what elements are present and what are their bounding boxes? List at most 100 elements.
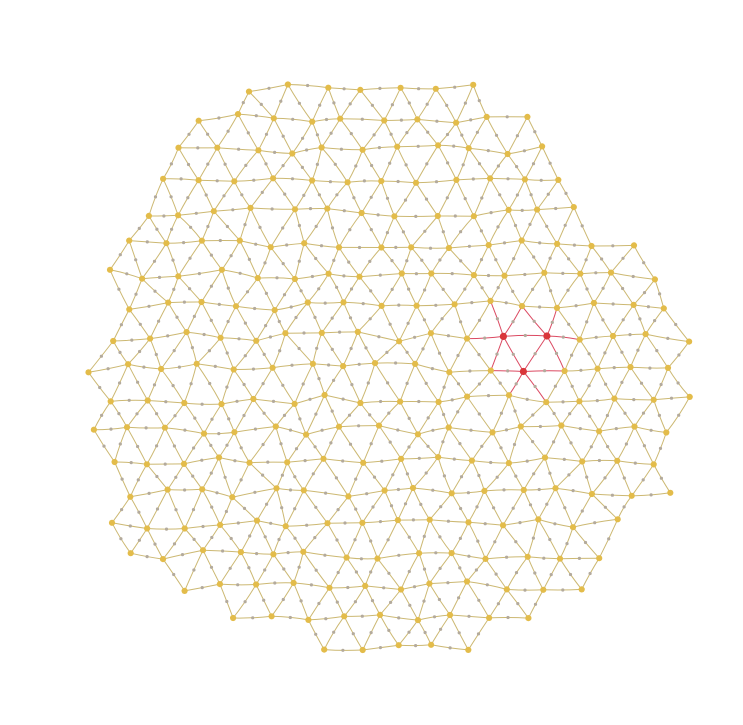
minor-node (118, 381, 122, 385)
minor-node (438, 535, 442, 539)
major-node (291, 400, 298, 407)
minor-node (554, 351, 559, 355)
minor-node (264, 291, 268, 295)
minor-node (621, 318, 625, 322)
minor-node (385, 231, 389, 235)
minor-node (359, 557, 363, 561)
minor-node (118, 350, 122, 354)
major-node (525, 615, 532, 622)
minor-node (353, 538, 357, 542)
minor-node (459, 259, 463, 263)
minor-node (242, 506, 247, 510)
minor-node (594, 271, 598, 275)
minor-node (118, 253, 122, 257)
minor-node (346, 585, 350, 590)
minor-node (532, 472, 536, 476)
minor-node (261, 442, 265, 447)
minor-node (350, 383, 354, 387)
minor-node (504, 428, 509, 432)
minor-node (548, 537, 552, 542)
minor-node (480, 196, 484, 200)
major-node (505, 460, 512, 467)
minor-node (298, 417, 302, 421)
minor-node (315, 162, 319, 166)
minor-node (513, 223, 518, 228)
minor-node (659, 476, 664, 480)
major-node (340, 363, 347, 370)
minor-node (566, 288, 570, 292)
minor-node (172, 572, 176, 577)
minor-node (477, 473, 481, 478)
major-node (217, 521, 224, 529)
major-node (159, 556, 167, 563)
minor-node (245, 290, 250, 294)
minor-node (471, 177, 475, 181)
minor-node (416, 144, 420, 148)
minor-node (273, 581, 277, 585)
minor-node (441, 287, 445, 291)
minor-node (422, 567, 427, 571)
major-node (359, 146, 366, 153)
major-node (398, 455, 405, 462)
major-node (541, 269, 548, 276)
minor-node (486, 394, 491, 398)
minor-node (494, 572, 498, 576)
minor-node (354, 507, 358, 511)
minor-node (653, 319, 657, 323)
minor-node (134, 258, 138, 262)
major-node (284, 81, 291, 88)
major-node (237, 549, 244, 556)
minor-node (437, 597, 441, 602)
minor-node (281, 164, 285, 168)
major-node (163, 240, 170, 247)
minor-node (204, 193, 208, 197)
minor-node (579, 368, 583, 372)
minor-node (162, 214, 166, 218)
major-node (667, 489, 674, 496)
minor-node (229, 254, 233, 258)
minor-node (543, 369, 547, 373)
minor-node (177, 365, 181, 369)
major-node (199, 486, 206, 493)
major-node (394, 517, 401, 524)
minor-node (283, 192, 287, 196)
minor-node (595, 399, 599, 403)
minor-node (100, 413, 104, 417)
minor-node (130, 338, 134, 342)
minor-node (585, 320, 589, 324)
major-node (463, 578, 471, 585)
minor-node (137, 538, 141, 542)
minor-node (226, 129, 230, 133)
minor-node (531, 162, 536, 166)
minor-node (523, 272, 527, 277)
minor-node (138, 322, 142, 326)
minor-node (163, 462, 167, 466)
minor-node (496, 602, 500, 606)
major-node (596, 428, 603, 435)
minor-node (348, 228, 352, 232)
minor-node (314, 505, 318, 509)
minor-node (528, 222, 532, 226)
major-node (325, 84, 332, 91)
minor-node (221, 549, 225, 553)
minor-node (136, 478, 140, 482)
minor-node (580, 224, 584, 228)
minor-node (422, 534, 426, 539)
minor-node (242, 382, 246, 387)
minor-node (332, 258, 336, 262)
minor-node (183, 488, 187, 492)
minor-node (361, 302, 365, 306)
minor-node (280, 473, 284, 477)
major-node (357, 86, 364, 93)
minor-node (631, 274, 635, 279)
major-node (215, 454, 223, 461)
minor-node (621, 256, 625, 260)
major-node (428, 270, 435, 277)
minor-node (201, 524, 205, 529)
minor-node (518, 521, 522, 525)
major-node (535, 516, 542, 523)
minor-node (200, 586, 204, 590)
minor-node (301, 382, 305, 386)
minor-node (453, 214, 457, 218)
minor-node (210, 535, 214, 540)
